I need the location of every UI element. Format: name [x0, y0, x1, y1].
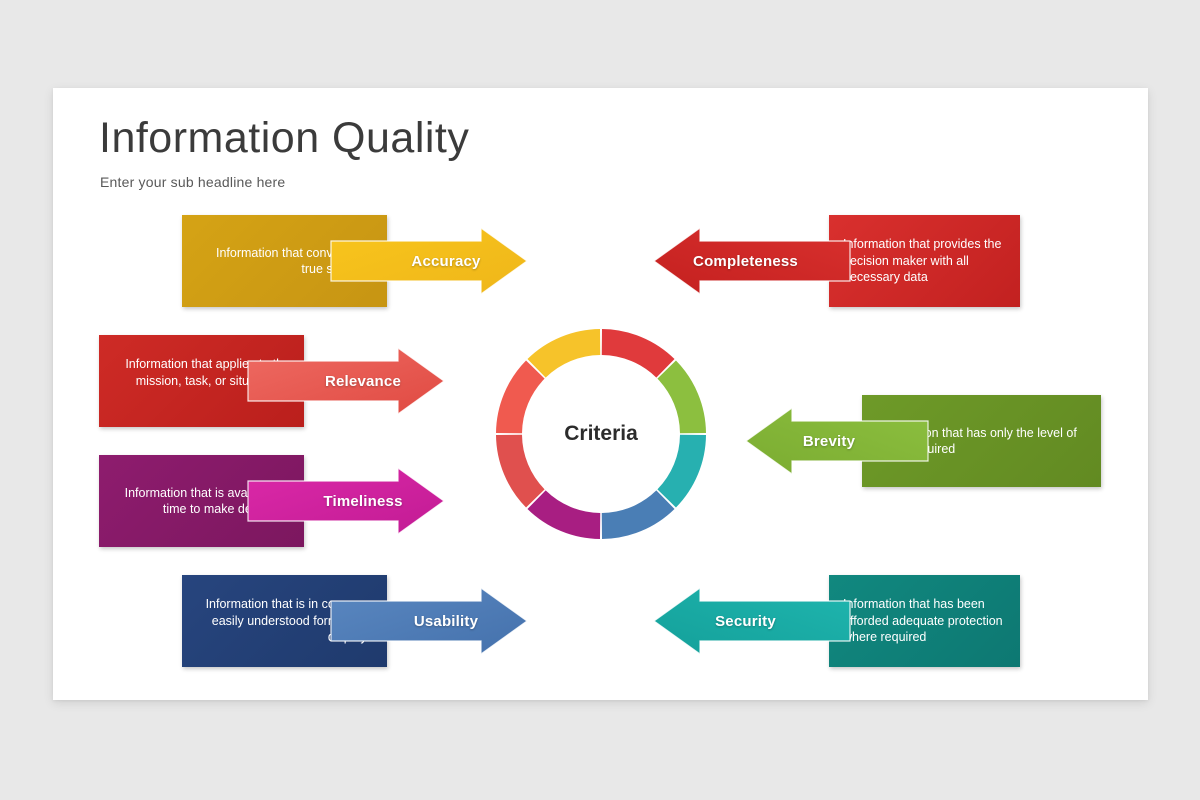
criteria-arrow-timeliness[interactable]: Timeliness	[247, 466, 446, 536]
criteria-label-relevance: Relevance	[324, 372, 402, 390]
arrow-shape-completeness-icon	[652, 226, 851, 296]
criteria-label-usability: Usability	[413, 612, 479, 630]
donut-segment-1[interactable]	[657, 360, 706, 434]
criteria-label-accuracy: Accuracy	[411, 252, 481, 270]
criteria-arrow-accuracy[interactable]: Accuracy	[330, 226, 529, 296]
donut-segment-0[interactable]	[601, 329, 675, 378]
criteria-label-timeliness: Timeliness	[323, 492, 403, 510]
page-title: Information Quality	[99, 114, 470, 162]
criteria-donut-chart: Criteria	[490, 323, 712, 545]
page-subtitle: Enter your sub headline here	[100, 174, 286, 190]
criteria-description-security: Information that has been afforded adequ…	[829, 575, 1020, 667]
donut-ring-svg	[496, 329, 706, 539]
donut-segment-3[interactable]	[601, 490, 675, 539]
arrow-shape-usability-icon	[330, 586, 529, 656]
criteria-label-completeness: Completeness	[693, 252, 798, 270]
criteria-block-relevance[interactable]: Information that applies to the mission,…	[53, 335, 1148, 427]
criteria-arrow-relevance[interactable]: Relevance	[247, 346, 446, 416]
criteria-arrow-brevity[interactable]: Brevity	[744, 406, 929, 476]
donut-segment-6[interactable]	[496, 360, 545, 434]
arrow-shape-brevity-icon	[744, 406, 929, 476]
criteria-label-brevity: Brevity	[802, 432, 856, 450]
criteria-block-usability[interactable]: Information that is in common, easily un…	[53, 575, 1148, 667]
criteria-block-accuracy[interactable]: Information that conveys the true situat…	[53, 215, 1148, 307]
criteria-block-security[interactable]: Information that has been afforded adequ…	[53, 575, 1148, 667]
criteria-block-timeliness[interactable]: Information that is available in time to…	[53, 455, 1148, 547]
arrow-shape-accuracy-icon	[330, 226, 529, 296]
criteria-arrow-completeness[interactable]: Completeness	[652, 226, 851, 296]
criteria-label-security: Security	[715, 612, 776, 630]
arrow-shape-security-icon	[652, 586, 851, 656]
criteria-description-completeness: Information that provides the decision m…	[829, 215, 1020, 307]
donut-segment-5[interactable]	[496, 434, 545, 508]
criteria-arrow-security[interactable]: Security	[652, 586, 851, 656]
arrow-shape-relevance-icon	[247, 346, 446, 416]
arrow-shape-timeliness-icon	[247, 466, 446, 536]
donut-segment-4[interactable]	[527, 490, 601, 539]
criteria-block-completeness[interactable]: Information that provides the decision m…	[53, 215, 1148, 307]
donut-segment-2[interactable]	[657, 434, 706, 508]
slide-card: Information Quality Enter your sub headl…	[53, 88, 1148, 700]
criteria-arrow-usability[interactable]: Usability	[330, 586, 529, 656]
criteria-block-brevity[interactable]: Information that has only the level of d…	[53, 395, 1148, 487]
donut-segment-7[interactable]	[527, 329, 601, 378]
